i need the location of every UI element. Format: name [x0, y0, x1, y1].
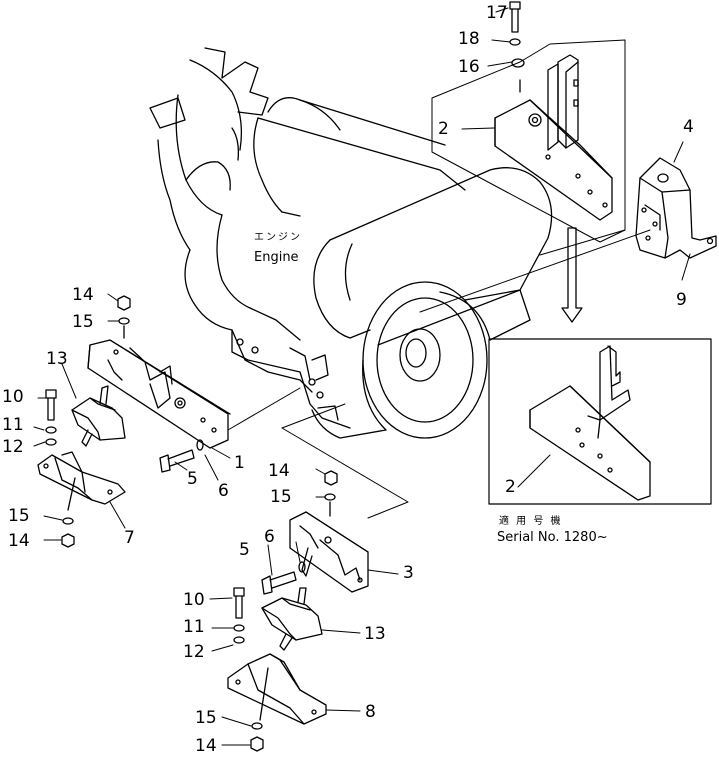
- callout-4: 4: [683, 117, 694, 137]
- bolt-5-left: [159, 439, 204, 473]
- callout-14-d: 14: [195, 736, 217, 755]
- cushion-13-upper: [71, 385, 126, 447]
- inset-variant-box: [488, 338, 712, 505]
- callout-15-b: 15: [8, 506, 30, 526]
- lower-bracket-8: [227, 653, 327, 725]
- rear-bracket-2: [431, 39, 626, 243]
- callout-1: 1: [234, 453, 245, 473]
- callout-5-b: 5: [239, 540, 250, 560]
- rear-mount-4: [635, 157, 717, 259]
- serial-label-en: Serial No. 1280~: [497, 530, 608, 545]
- bolt-17: [509, 1, 525, 93]
- nut-14-upper: [117, 295, 131, 339]
- bolt-5-right: [261, 561, 306, 595]
- callout-11-a: 11: [2, 415, 24, 435]
- engine-illustration: [149, 47, 553, 439]
- down-arrow: [561, 227, 583, 323]
- callout-6-a: 6: [218, 481, 229, 501]
- callout-12-a: 12: [2, 437, 24, 457]
- callout-10-b: 10: [183, 590, 205, 610]
- front-bracket-1: [87, 339, 231, 449]
- engine-label-en: Engine: [254, 250, 299, 265]
- callout-13-a: 13: [46, 349, 68, 369]
- engine-label-jp: エンジン: [254, 232, 302, 243]
- connection-lines: [227, 229, 651, 519]
- leader-lines: [33, 7, 691, 746]
- callout-17: 17: [486, 3, 508, 23]
- callout-5-a: 5: [187, 469, 198, 489]
- callout-2-top: 2: [438, 119, 449, 139]
- nut-14-left: [61, 517, 75, 548]
- lower-bracket-7: [37, 451, 126, 511]
- callout-9: 9: [676, 290, 687, 310]
- callout-13-b: 13: [364, 624, 386, 644]
- callout-15-d: 15: [195, 708, 217, 728]
- callout-10-a: 10: [2, 387, 24, 407]
- nut-14-lower: [250, 722, 264, 752]
- callout-11-b: 11: [183, 617, 205, 637]
- callout-12-b: 12: [183, 642, 205, 662]
- callout-14-b: 14: [8, 531, 30, 551]
- bolt-10-right: [233, 587, 245, 644]
- callout-15-c: 15: [270, 487, 292, 507]
- serial-label-jp: 適 用 号 機: [499, 514, 563, 527]
- callout-14-a: 14: [72, 285, 94, 305]
- callout-6-b: 6: [264, 527, 275, 547]
- callout-3: 3: [403, 563, 414, 583]
- callout-2-inset: 2: [505, 477, 516, 497]
- callout-18: 18: [458, 29, 480, 49]
- front-bracket-3: [289, 511, 369, 593]
- callout-8: 8: [365, 702, 376, 722]
- callout-7: 7: [124, 528, 135, 548]
- callout-16: 16: [458, 57, 480, 77]
- cushion-13-lower: [261, 587, 323, 651]
- bolt-10-left: [45, 389, 57, 446]
- nut-14-right: [324, 470, 338, 517]
- callout-15-a: 15: [72, 312, 94, 332]
- callout-14-c: 14: [268, 461, 290, 481]
